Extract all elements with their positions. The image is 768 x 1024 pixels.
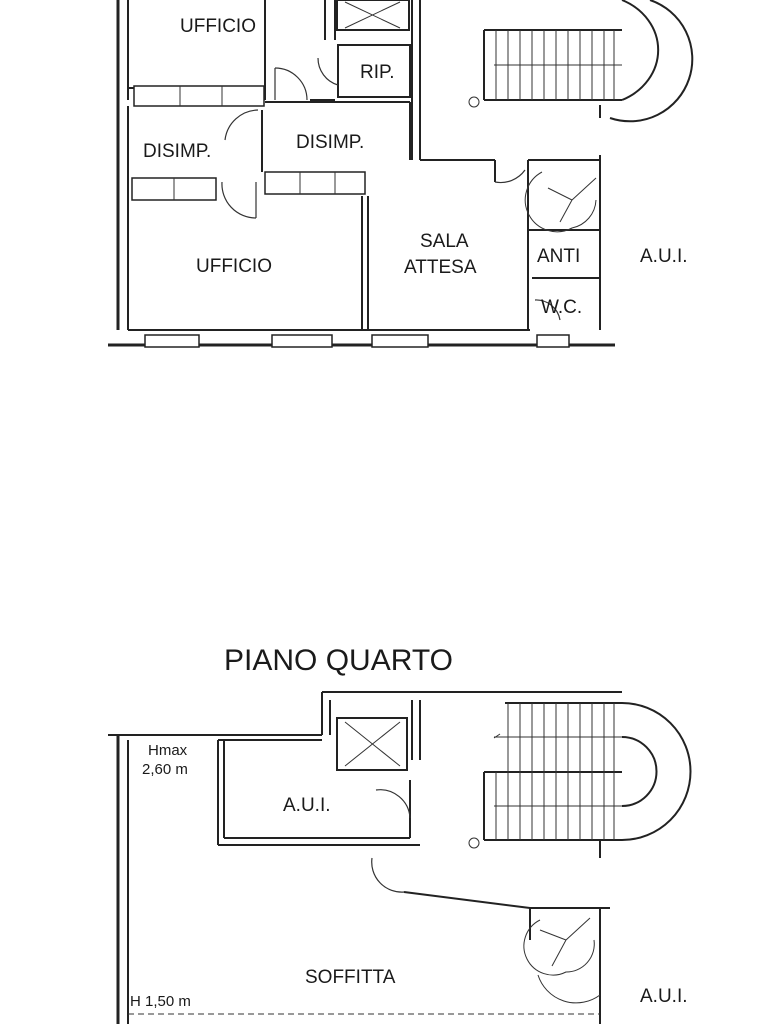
lift-cross — [344, 1, 401, 29]
stair-start-marker — [468, 96, 480, 108]
hmax-value: 2,60 m — [142, 761, 188, 778]
window — [271, 334, 333, 348]
stair-curve-outer — [621, 702, 692, 841]
window — [133, 85, 265, 107]
door-swing — [375, 789, 411, 819]
upper-floor-plan: UFFICIO RIP. DISIMP. DISIMP. UFFICIO SAL… — [108, 0, 694, 348]
window — [144, 334, 200, 348]
window — [536, 334, 570, 348]
spiral-step — [565, 917, 591, 941]
door-swing — [534, 299, 561, 321]
door-swing — [317, 57, 339, 86]
spiral-step — [551, 939, 567, 967]
spiral-step — [559, 199, 573, 223]
lower-floor-plan: PIANO QUARTO — [108, 644, 692, 1024]
door-swing — [274, 67, 308, 101]
spiral-stair-rail — [537, 974, 601, 1004]
room-label-aui-room: A.U.I. — [283, 795, 331, 816]
spiral-stair — [524, 171, 597, 233]
room-label-wc: W.C. — [541, 297, 582, 318]
stair-curve — [621, 0, 660, 101]
door-swing — [371, 857, 405, 893]
room-label-aui-lower: A.U.I. — [640, 986, 688, 1007]
room-label-sala: SALA — [420, 231, 469, 252]
window — [264, 171, 366, 195]
room-label-ufficio-bottom: UFFICIO — [196, 256, 272, 277]
room-label-soffitta: SOFFITTA — [305, 967, 396, 988]
door-swing — [224, 109, 259, 141]
lift-cross — [344, 721, 401, 767]
spiral-step — [539, 929, 567, 941]
height-label: H 1,50 m — [130, 993, 191, 1010]
stair-arrow — [493, 733, 501, 739]
spiral-stair — [523, 919, 595, 976]
rip-room — [337, 44, 411, 98]
lift-shaft — [336, 0, 410, 31]
stair-treads — [495, 30, 615, 100]
spiral-step — [547, 187, 573, 201]
stair-treads — [495, 703, 615, 840]
room-label-anti: ANTI — [537, 246, 580, 267]
room-label-ufficio-top: UFFICIO — [180, 16, 256, 37]
door-swing — [221, 181, 257, 219]
room-label-attesa: ATTESA — [404, 257, 477, 278]
spiral-step — [571, 177, 597, 201]
room-label-rip: RIP. — [360, 62, 395, 83]
room-label-disimp-left: DISIMP. — [143, 141, 211, 162]
room-label-aui-upper: A.U.I. — [640, 246, 688, 267]
stair-curve — [621, 736, 658, 807]
plan-title: PIANO QUARTO — [224, 644, 453, 677]
wall — [403, 891, 531, 909]
window — [371, 334, 429, 348]
stair-curve-outer — [609, 0, 694, 123]
lift-shaft — [336, 717, 408, 771]
stair-start-marker — [468, 837, 480, 849]
hmax-label: Hmax — [148, 742, 188, 759]
room-label-disimp-center: DISIMP. — [296, 132, 364, 153]
door-swing — [494, 169, 526, 184]
